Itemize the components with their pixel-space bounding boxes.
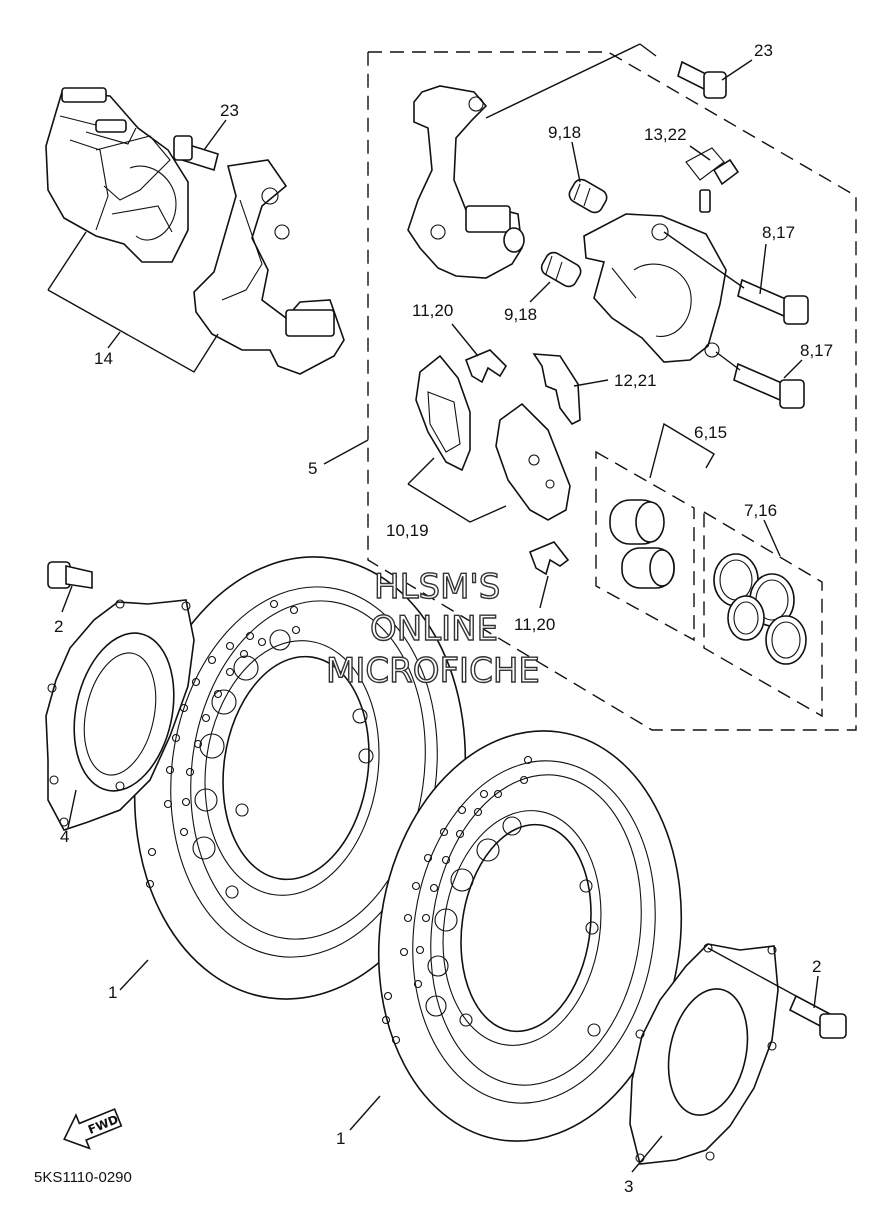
pin-bolt-8-17-lower <box>733 362 805 409</box>
forward-direction-arrow: FWD <box>63 1108 123 1150</box>
callout-6-15: 6,15 <box>694 423 727 442</box>
seals-7-16 <box>713 553 807 665</box>
callout-9-18-lower: 9,18 <box>504 305 537 324</box>
bolt-23-left <box>173 135 219 172</box>
callout-11-20-upper: 11,20 <box>412 301 453 320</box>
disc-vent-holes-right <box>381 755 533 1045</box>
left-caliper-assembly <box>45 87 189 263</box>
callout-8-17-upper: 8,17 <box>762 223 795 242</box>
bolt-23-right <box>677 60 727 99</box>
pin-bolt-8-17-upper <box>737 278 809 325</box>
rubber-boot-9-18-lower <box>540 251 582 288</box>
pad-spring-11-20-upper <box>464 349 508 384</box>
left-caliper-bracket <box>193 159 345 375</box>
callout-14: 14 <box>94 349 113 368</box>
callout-12-21: 12,21 <box>614 371 657 390</box>
rubber-boot-9-18-upper <box>568 178 608 214</box>
watermark: HLSM'S ONLINE MICROFICHE <box>325 566 540 691</box>
caliper-assembly-dashed-box <box>367 51 857 731</box>
callout-23-left: 23 <box>220 101 239 120</box>
pad-support-12-21 <box>532 353 581 426</box>
brake-disc-right <box>377 730 683 1142</box>
pad-spring-11-20-lower <box>528 541 570 576</box>
diagram-code: 5KS1110-0290 <box>34 1169 132 1186</box>
right-caliper-bracket <box>407 85 525 279</box>
callout-1-right: 1 <box>336 1129 345 1148</box>
caliper-body <box>583 213 727 363</box>
watermark-line-3: MICROFICHE <box>326 651 540 691</box>
brake-pad-10-19-left <box>415 354 471 472</box>
callout-1-left: 1 <box>108 983 117 1002</box>
callout-7-16: 7,16 <box>744 501 777 520</box>
watermark-line-1: HLSM'S <box>374 567 500 607</box>
callout-2-left: 2 <box>54 617 63 636</box>
callout-23-right: 23 <box>754 41 773 60</box>
bleed-screw-13-22 <box>685 147 740 213</box>
pistons-6-15 <box>609 499 675 589</box>
piston-box-dashed <box>595 450 695 642</box>
callout-11-20-lower: 11,20 <box>514 615 555 634</box>
callout-3: 3 <box>624 1177 633 1196</box>
callout-4: 4 <box>60 827 69 846</box>
hub-plate-3 <box>629 943 779 1165</box>
seal-box-dashed <box>703 510 823 718</box>
brake-pad-10-19-right <box>495 402 571 521</box>
callout-13-22: 13,22 <box>644 125 687 144</box>
callout-5: 5 <box>308 459 317 478</box>
disc-holes-left <box>192 629 374 899</box>
callout-10-19: 10,19 <box>386 521 429 540</box>
callout-8-17-lower: 8,17 <box>800 341 833 360</box>
bolt-2-right <box>788 994 847 1039</box>
bolt-2-left <box>47 561 93 589</box>
watermark-line-2: ONLINE <box>370 609 498 649</box>
disc-holes-right <box>425 816 601 1037</box>
hub-plate-4 <box>45 599 195 831</box>
callout-2-right: 2 <box>812 957 821 976</box>
callout-9-18-upper: 9,18 <box>548 123 581 142</box>
